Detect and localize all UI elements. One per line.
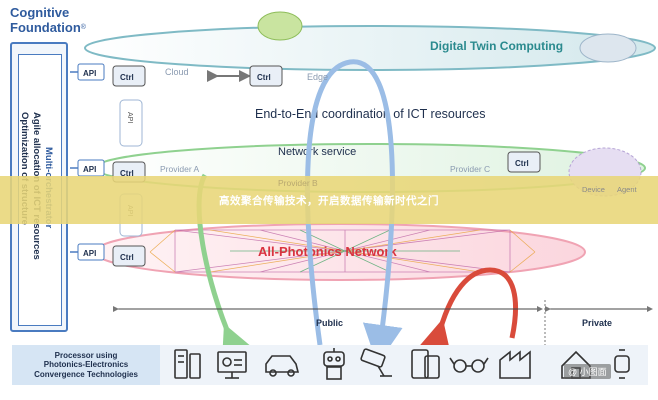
- api-label: API: [83, 69, 96, 78]
- camera-icon: [360, 348, 392, 377]
- api-label: API: [83, 249, 96, 258]
- processor-line-3: Convergence Technologies: [34, 369, 138, 379]
- dashboard-icon: [217, 351, 247, 379]
- ctrl-label: Ctrl: [120, 73, 134, 82]
- ctrl-cylinder-edge: [249, 65, 283, 87]
- vertical-api-label-1: API: [126, 112, 133, 123]
- ctrl-label: Ctrl: [120, 169, 134, 178]
- processor-line-2: Photonics-Electronics: [43, 360, 129, 370]
- factory-icon: [499, 350, 531, 379]
- processor-box: Processor using Photonics-Electronics Co…: [12, 345, 160, 385]
- public-label: Public: [316, 318, 343, 328]
- row-apn: API Ctrl: [77, 243, 146, 267]
- apn-label: All-Photonics Network: [258, 244, 397, 259]
- row-cloud: API Ctrl Cloud Ctrl Edge: [77, 63, 328, 87]
- api-label: API: [83, 165, 96, 174]
- server-icon: [174, 349, 201, 379]
- banner-text: 高效聚合传输技术，开启数据传输新时代之门: [219, 194, 439, 207]
- ctrl-cylinder-provider-c: [507, 151, 541, 173]
- robot-icon: [323, 348, 345, 380]
- logo-line-1: Cognitive: [10, 5, 70, 20]
- cloud-twin-icon: [579, 33, 637, 63]
- vertical-api-arrow-1: [119, 99, 143, 147]
- edge-label: Edge: [307, 72, 328, 82]
- ctrl-cylinder-cloud: [112, 65, 146, 87]
- api-box: [77, 63, 105, 81]
- banner-overlay: 高效聚合传输技术，开启数据传输新时代之门: [0, 176, 658, 224]
- provider-a-label: Provider A: [160, 164, 200, 174]
- glasses-icon: [449, 357, 489, 373]
- ctrl-cylinder-apn: [112, 245, 146, 267]
- ctrl-label: Ctrl: [120, 253, 134, 262]
- car-icon: [265, 355, 300, 377]
- logo: Cognitive Foundation®: [10, 5, 86, 35]
- provider-c-label: Provider C: [450, 164, 490, 174]
- private-label: Private: [582, 318, 612, 328]
- phone-tablet-icon: [411, 349, 440, 379]
- logo-line-2: Foundation: [10, 20, 81, 35]
- ctrl-label: Ctrl: [257, 73, 271, 82]
- processor-line-1: Processor using: [54, 350, 118, 360]
- ctrl-label: Ctrl: [515, 159, 529, 168]
- network-service-label: Network service: [278, 146, 356, 158]
- watermark: @ 小图面: [564, 364, 611, 379]
- watch-icon: [614, 349, 630, 379]
- cloud-label: Cloud: [165, 67, 189, 77]
- apn-mesh: [149, 229, 536, 273]
- brain-icon: [257, 11, 303, 41]
- digital-twin-label: Digital Twin Computing: [430, 39, 563, 53]
- registered-mark: ®: [80, 24, 86, 31]
